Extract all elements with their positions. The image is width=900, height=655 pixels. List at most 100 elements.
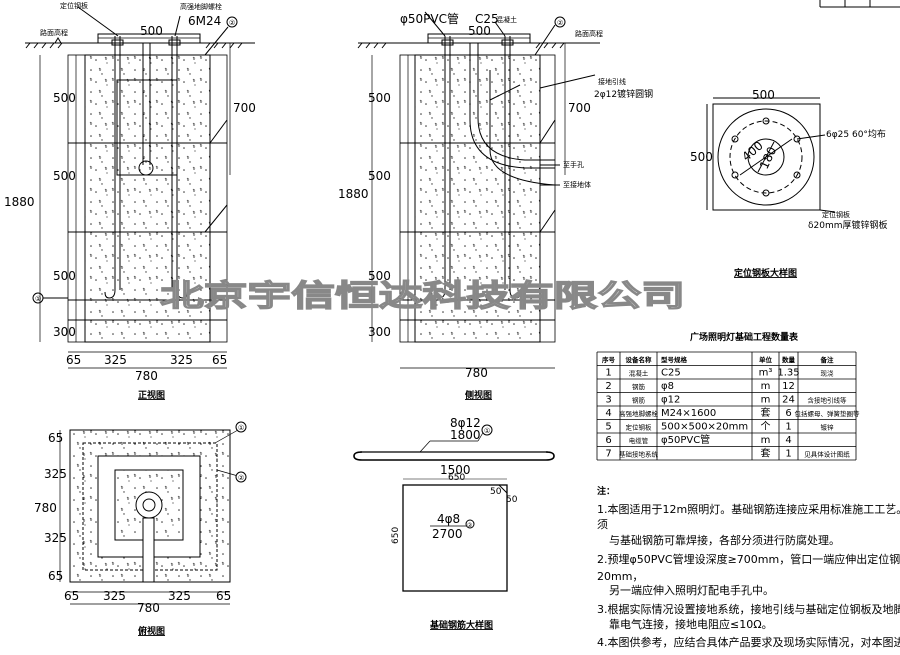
rebar-bar1-span: 1500	[440, 463, 471, 477]
table-cell: M24×1600	[661, 408, 716, 419]
notes: 注： 1.本图适用于12m照明灯。基础钢筋连接应采用标准施工工艺。地脚螺栓 须 …	[597, 485, 900, 649]
title-block-corner	[819, 0, 900, 8]
top-dim-780: 780	[34, 501, 57, 515]
side-dim-1880: 1880	[338, 187, 369, 201]
table-header-cell: 备注	[820, 355, 835, 364]
note-1c: 与基础钢筋可靠焊接，各部分须进行防腐处理。	[609, 533, 840, 547]
rebar-bar2-label: 4φ8	[437, 512, 460, 526]
table-header-cell: 型号规格	[661, 355, 688, 364]
note-2b: 20mm，	[597, 570, 643, 583]
rebar-detail: ① 8φ12 1800 1500 650 650 50 50 ② 4φ8 270…	[353, 416, 555, 631]
side-hole-label: 至手孔	[563, 160, 584, 169]
table-cell: 电缆管	[629, 436, 649, 445]
table-cell: 6	[785, 408, 791, 419]
note-2c: 另一端应伸入照明灯配电手孔中。	[609, 583, 774, 597]
notes-heading: 注：	[597, 485, 615, 497]
plate-label: 定位钢板	[822, 210, 850, 219]
table-cell: φ50PVC管	[661, 433, 710, 446]
rebar-hoop-left: 650	[391, 527, 401, 544]
table-cell: 含接地引线等	[808, 396, 848, 405]
top-view-title: 俯视图	[138, 625, 165, 637]
side-dim-500-top: 500	[468, 24, 491, 38]
table-cell: 5	[605, 422, 611, 433]
table-cell: 1.35	[777, 368, 799, 379]
table-cell: 基础接地系统	[619, 450, 659, 459]
front-view: ② ① 定位钢板 高强地脚螺栓 6M24 路面高程 500 700 500 50…	[4, 1, 256, 401]
rebar-callout-1: ①	[484, 427, 490, 435]
table-cell: m³	[759, 368, 773, 379]
front-dim-325-r: 325	[170, 353, 193, 367]
plate-detail-title: 定位钢板大样图	[733, 267, 797, 279]
side-view-title: 侧视图	[465, 389, 492, 401]
side-c25-label: C25	[475, 12, 499, 26]
front-dim-500-c: 500	[53, 269, 76, 283]
table-cell: 3	[605, 395, 611, 406]
table-cell: 2	[605, 381, 611, 392]
table-cell: 定位钢板	[626, 423, 653, 432]
side-dim-300: 300	[368, 325, 391, 339]
rebar-detail-title: 基础钢筋大样图	[429, 619, 493, 631]
rebar-bar1-label: 8φ12	[450, 416, 481, 430]
table-cell: C25	[661, 368, 681, 379]
front-dim-65-r: 65	[212, 353, 227, 367]
rebar-bar1-len: 1800	[450, 428, 481, 442]
front-dim-500-b: 500	[53, 169, 76, 183]
table-title: 广场照明灯基础工程数量表	[690, 331, 799, 343]
top-callout-1: ①	[238, 424, 244, 432]
note-3: 3.根据实际情况设置接地系统，接地引线与基础定位钢板及地脚螺栓进行可	[597, 602, 900, 616]
side-callout-2: ②	[557, 19, 563, 27]
watermark: 北京宇信恒达科技有限公司	[160, 279, 685, 314]
front-dim-500-top: 500	[140, 24, 163, 38]
note-3b: 靠电气连接，接地电阻应≤10Ω。	[609, 617, 773, 631]
front-dim-300: 300	[53, 325, 76, 339]
top-dim-65-bl: 65	[64, 589, 79, 603]
side-dim-780: 780	[465, 366, 488, 380]
rebar-hoop-side: 650	[448, 473, 465, 483]
side-dim-500-c: 500	[368, 269, 391, 283]
table-cell: 12	[782, 381, 795, 392]
front-dim-1880: 1880	[4, 195, 35, 209]
table-cell: 包括螺母、弹簧垫圈等	[795, 409, 861, 418]
table-cell: 高强地脚螺栓	[619, 409, 659, 418]
table-cell: 混凝土	[629, 369, 649, 378]
note-1a: 1.本图适用于12m照明灯。基础钢筋连接应采用标准施工工艺。地脚螺栓	[597, 502, 900, 516]
side-dim-700: 700	[568, 101, 591, 115]
front-dim-65-l: 65	[66, 353, 81, 367]
table-cell: 7	[605, 449, 611, 460]
front-view-title: 正视图	[138, 389, 165, 401]
side-ground-lead-label: 接地引线	[598, 77, 626, 86]
note-4: 4.本图供参考，应结合具体产品要求及现场实际情况，对本图进行适当调	[597, 635, 900, 649]
front-bolt-size-label: 6M24	[188, 14, 221, 28]
table-cell: φ12	[661, 395, 680, 406]
front-callout-1: ①	[35, 295, 41, 303]
side-dim-500-a: 500	[368, 91, 391, 105]
table-cell: 500×500×20mm	[661, 422, 748, 433]
table-cell: m	[761, 381, 771, 392]
table-cell: 1	[785, 422, 791, 433]
plate-dim-500-left: 500	[690, 150, 713, 164]
table-cell: 套	[761, 447, 771, 460]
top-dim-325-a: 325	[44, 467, 67, 481]
table-cell: 1	[605, 368, 611, 379]
top-dim-65-b: 65	[48, 569, 63, 583]
table-cell: 钢筋	[632, 396, 646, 405]
plate-holes-label: 6φ25 60°均布	[826, 128, 886, 140]
rebar-hoop-corner-a: 50	[490, 487, 502, 497]
table-cell: 现浇	[821, 369, 835, 378]
table-cell: m	[761, 395, 771, 406]
front-locating-plate-label: 定位钢板	[60, 1, 88, 10]
side-view: ② φ50PVC管 C25 混凝土 路面高程 接地引线 2φ12镀锌圆钢 至手孔…	[338, 11, 653, 401]
table-cell: m	[761, 435, 771, 446]
table-header-cell: 单位	[759, 355, 773, 364]
note-1b: 须	[597, 518, 608, 531]
top-view: ① ② 65 325 780 325 65 65 325 325 65 780 …	[34, 421, 247, 637]
top-dim-65-t: 65	[48, 431, 63, 445]
side-road-level-label: 路面高程	[575, 29, 603, 38]
side-concrete-label: 混凝土	[496, 15, 517, 24]
top-dim-325-br: 325	[168, 589, 191, 603]
front-callout-2: ②	[229, 19, 235, 27]
front-anchor-bolt-label: 高强地脚螺栓	[180, 2, 222, 11]
top-dim-325-b: 325	[44, 531, 67, 545]
side-pvc-label: φ50PVC管	[400, 11, 459, 26]
